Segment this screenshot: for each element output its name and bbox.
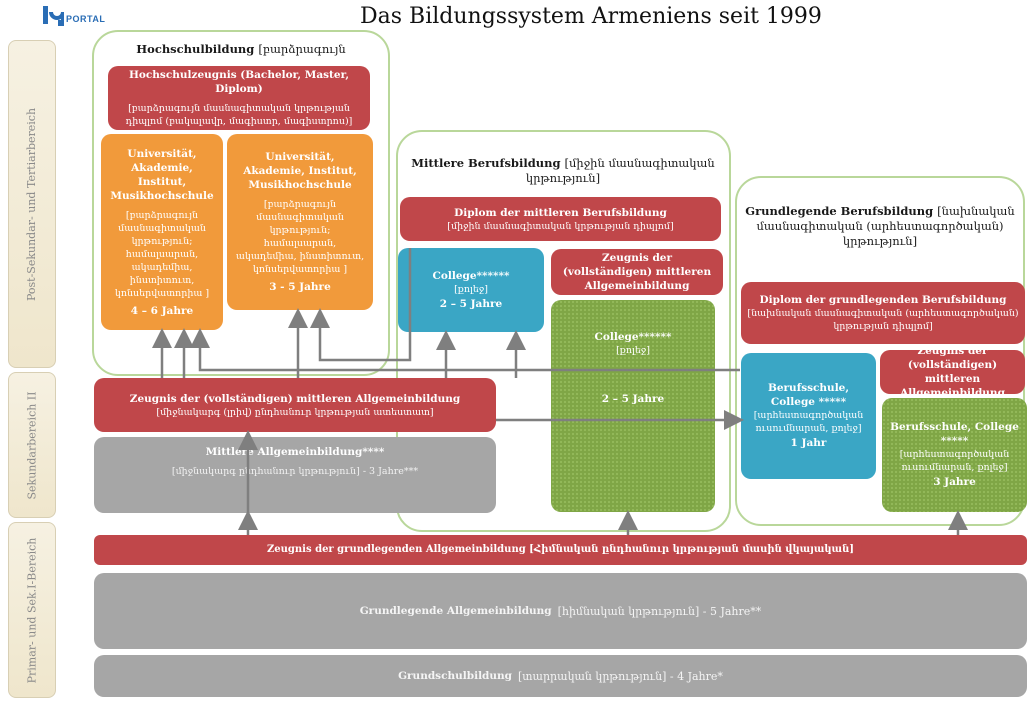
uni1-box: Universität, Akademie, Institut, Musikho… bbox=[101, 134, 223, 330]
college2-arm: [քոլեջ] bbox=[616, 345, 650, 356]
grundlegende-title: Grundlegende Allgemeinbildung bbox=[359, 605, 552, 617]
grundlegende-box: Grundlegende Allgemeinbildung [հիմնական … bbox=[94, 573, 1027, 649]
sek2-mittlere-box: Mittlere Allgemeinbildung**** [միջնակարգ… bbox=[94, 437, 496, 513]
college1-years: 2 – 5 Jahre bbox=[439, 297, 503, 310]
sidebar-label-post-secondary: Post-Sekundar- und Tertiarbereich bbox=[25, 107, 39, 301]
berufsschule1-arm: [արհեստագործական ուսումնարան, քոլեջ] bbox=[753, 410, 864, 434]
grund-beruf-zeugnis-box: Zeugnis der (vollständigen) mittleren Al… bbox=[880, 345, 1025, 399]
mittlere-diplom-title: Diplom der mittleren Berufsbildung bbox=[454, 206, 667, 219]
college1-arm: [քոլեջ] bbox=[454, 283, 488, 295]
uni1-arm: [բարձրագույն մասնագիտական կրթություն; հա… bbox=[114, 209, 210, 299]
page-title: Das Bildungssystem Armeniens seit 1999 bbox=[360, 4, 822, 29]
college1-title: College****** bbox=[432, 269, 510, 282]
uni2-years: 3 - 5 Jahre bbox=[269, 281, 331, 293]
berufsschule1-years: 1 Jahr bbox=[790, 437, 827, 449]
grundlegende-sub: [հիմնական կրթություն] - 5 Jahre** bbox=[557, 604, 762, 618]
sek2-zeugnis-box: Zeugnis der (vollständigen) mittleren Al… bbox=[94, 378, 496, 432]
sidebar-post-secondary: Post-Sekundar- und Tertiarbereich bbox=[8, 40, 56, 368]
mittlere-heading: Mittlere Berufsbildung [միջին մասնագիտակ… bbox=[411, 156, 715, 185]
mittlere-zeugnis-box: Zeugnis der (vollständigen) mittleren Al… bbox=[551, 249, 723, 295]
iq-logo-icon bbox=[43, 6, 64, 26]
hochschul-heading: Hochschulbildung [բարձրագույն bbox=[136, 42, 346, 56]
logo-text: PORTAL bbox=[66, 14, 106, 24]
mittlere-diplom-arm: [միջին մասնագիտական կրթության դիպլոմ] bbox=[447, 220, 674, 232]
hochschul-zeugnis-box: Hochschulzeugnis (Bachelor, Master, Dipl… bbox=[108, 66, 370, 130]
berufsschule2-arm: [արհեստագործական ուսումնարան, քոլեջ] bbox=[899, 449, 1010, 473]
grund-beruf-heading: Grundlegende Berufsbildung [նախնական մաս… bbox=[745, 204, 1015, 248]
primary-zeugnis-bar: Zeugnis der grundlegenden Allgemeinbildu… bbox=[94, 535, 1027, 565]
college2-years: 2 – 5 Jahre bbox=[601, 393, 665, 405]
mittlere-diplom-box: Diplom der mittleren Berufsbildung [միջի… bbox=[400, 197, 721, 241]
berufsschule2-years: 3 Jahre bbox=[933, 476, 976, 488]
college2-title: College****** bbox=[594, 331, 672, 343]
berufsschule2-title: Berufsschule, College ***** bbox=[890, 421, 1019, 447]
mittlere-zeugnis-title: Zeugnis der (vollständigen) mittleren Al… bbox=[562, 252, 712, 292]
berufsschule1-box: Berufsschule, College ***** [արհեստագործ… bbox=[741, 353, 876, 479]
grund-beruf-diplom-arm: [նախնական մասնագիտական (արհեստագործական)… bbox=[747, 308, 1019, 332]
berufsschule2-box: Berufsschule, College ***** [արհեստագործ… bbox=[882, 398, 1027, 512]
sek2-mittlere-sub: [միջնակարգ ընդհանուր կրթություն] - 3 Jah… bbox=[171, 466, 419, 477]
college1-box: College****** [քոլեջ] 2 – 5 Jahre bbox=[398, 248, 544, 332]
grund-beruf-diplom-title: Diplom der grundlegenden Berufsbildung bbox=[759, 294, 1007, 306]
uni2-arm: [բարձրագույն մասնագիտական կրթություն; հա… bbox=[235, 199, 365, 275]
hochschul-zeugnis-arm: [բարձրագույն մասնագիտական կրթության դիպլ… bbox=[125, 103, 353, 127]
uni2-title: Universität, Akademie, Institut, Musikho… bbox=[243, 151, 357, 191]
grundschul-sub: [տարրական կրթություն] - 4 Jahre* bbox=[518, 669, 723, 683]
sek2-zeugnis-title: Zeugnis der (vollständigen) mittleren Al… bbox=[129, 392, 461, 405]
berufsschule1-title: Berufsschule, College ***** bbox=[767, 382, 850, 408]
sek2-zeugnis-arm: [միջնակարգ (լրիվ) ընդհանուր կրթության ատ… bbox=[156, 406, 434, 418]
sidebar-label-sek2: Sekundarbereich II bbox=[25, 390, 39, 500]
hochschul-zeugnis-title: Hochschulzeugnis (Bachelor, Master, Dipl… bbox=[128, 69, 350, 95]
sidebar-sek2: Sekundarbereich II bbox=[8, 372, 56, 518]
sek2-mittlere-title: Mittlere Allgemeinbildung**** bbox=[205, 446, 385, 458]
uni1-title: Universität, Akademie, Institut, Musikho… bbox=[110, 147, 214, 202]
uni2-box: Universität, Akademie, Institut, Musikho… bbox=[227, 134, 373, 310]
grund-beruf-diplom-box: Diplom der grundlegenden Berufsbildung [… bbox=[741, 282, 1025, 344]
sidebar-primary: Primar- und Sek.I-Bereich bbox=[8, 522, 56, 698]
uni1-years: 4 – 6 Jahre bbox=[130, 304, 194, 317]
sidebar-label-primary: Primar- und Sek.I-Bereich bbox=[25, 537, 39, 683]
grundschul-box: Grundschulbildung [տարրական կրթություն] … bbox=[94, 655, 1027, 697]
grund-beruf-zeugnis-title: Zeugnis der (vollständigen) mittleren Al… bbox=[900, 345, 1005, 399]
primary-zeugnis-text: Zeugnis der grundlegenden Allgemeinbildu… bbox=[266, 544, 855, 555]
college2-box: College****** [քոլեջ] 2 – 5 Jahre bbox=[551, 300, 715, 512]
grundschul-title: Grundschulbildung bbox=[398, 670, 513, 682]
